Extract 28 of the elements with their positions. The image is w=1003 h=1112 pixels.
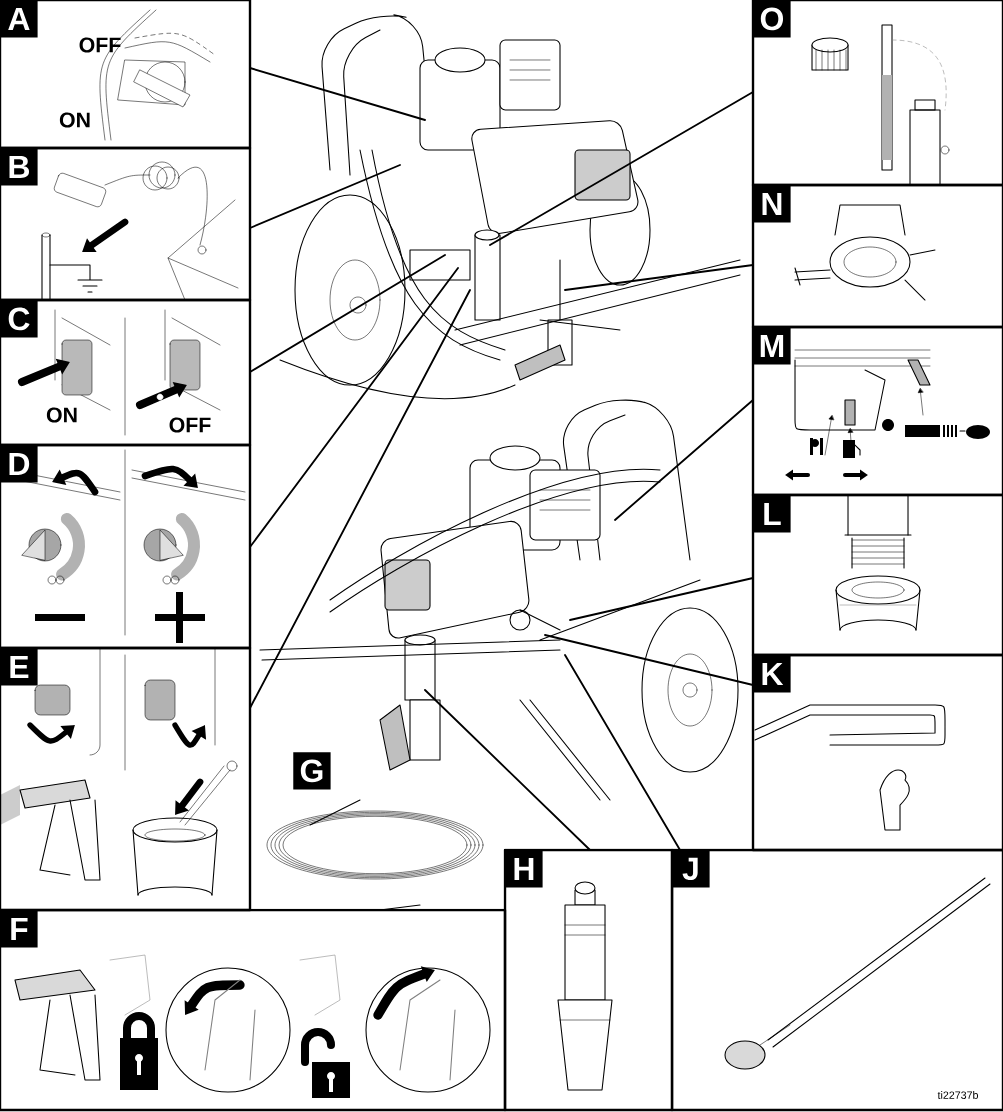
- leader-line: [564, 654, 681, 851]
- panel: F: [0, 908, 507, 1112]
- leader-line: [614, 399, 754, 521]
- panel: M: [751, 325, 1003, 497]
- leader-line: [249, 267, 459, 548]
- label-text: ti22737b: [937, 1091, 978, 1099]
- leader-line: [249, 164, 401, 229]
- leader-line: [564, 264, 754, 291]
- panel-letter: G: [293, 752, 331, 790]
- panel: N: [751, 183, 1003, 329]
- panel: H: [503, 848, 674, 1112]
- panel: O: [751, 0, 1003, 187]
- panel: E: [0, 646, 252, 912]
- panel: L: [751, 493, 1003, 657]
- leader-line: [249, 289, 471, 709]
- label-text: OFF: [79, 37, 121, 53]
- panel: K: [751, 653, 1003, 852]
- label-text: ON: [46, 407, 77, 423]
- panel: D: [0, 443, 252, 650]
- label-text: OFF: [169, 417, 211, 433]
- leader-line: [489, 91, 754, 246]
- leader-line: [544, 634, 754, 686]
- leader-line: [424, 689, 591, 851]
- leader-line: [569, 577, 754, 621]
- leader-line: [249, 67, 426, 121]
- leader-line: [249, 254, 446, 373]
- label-text: ON: [59, 112, 90, 128]
- panel: B: [0, 146, 252, 302]
